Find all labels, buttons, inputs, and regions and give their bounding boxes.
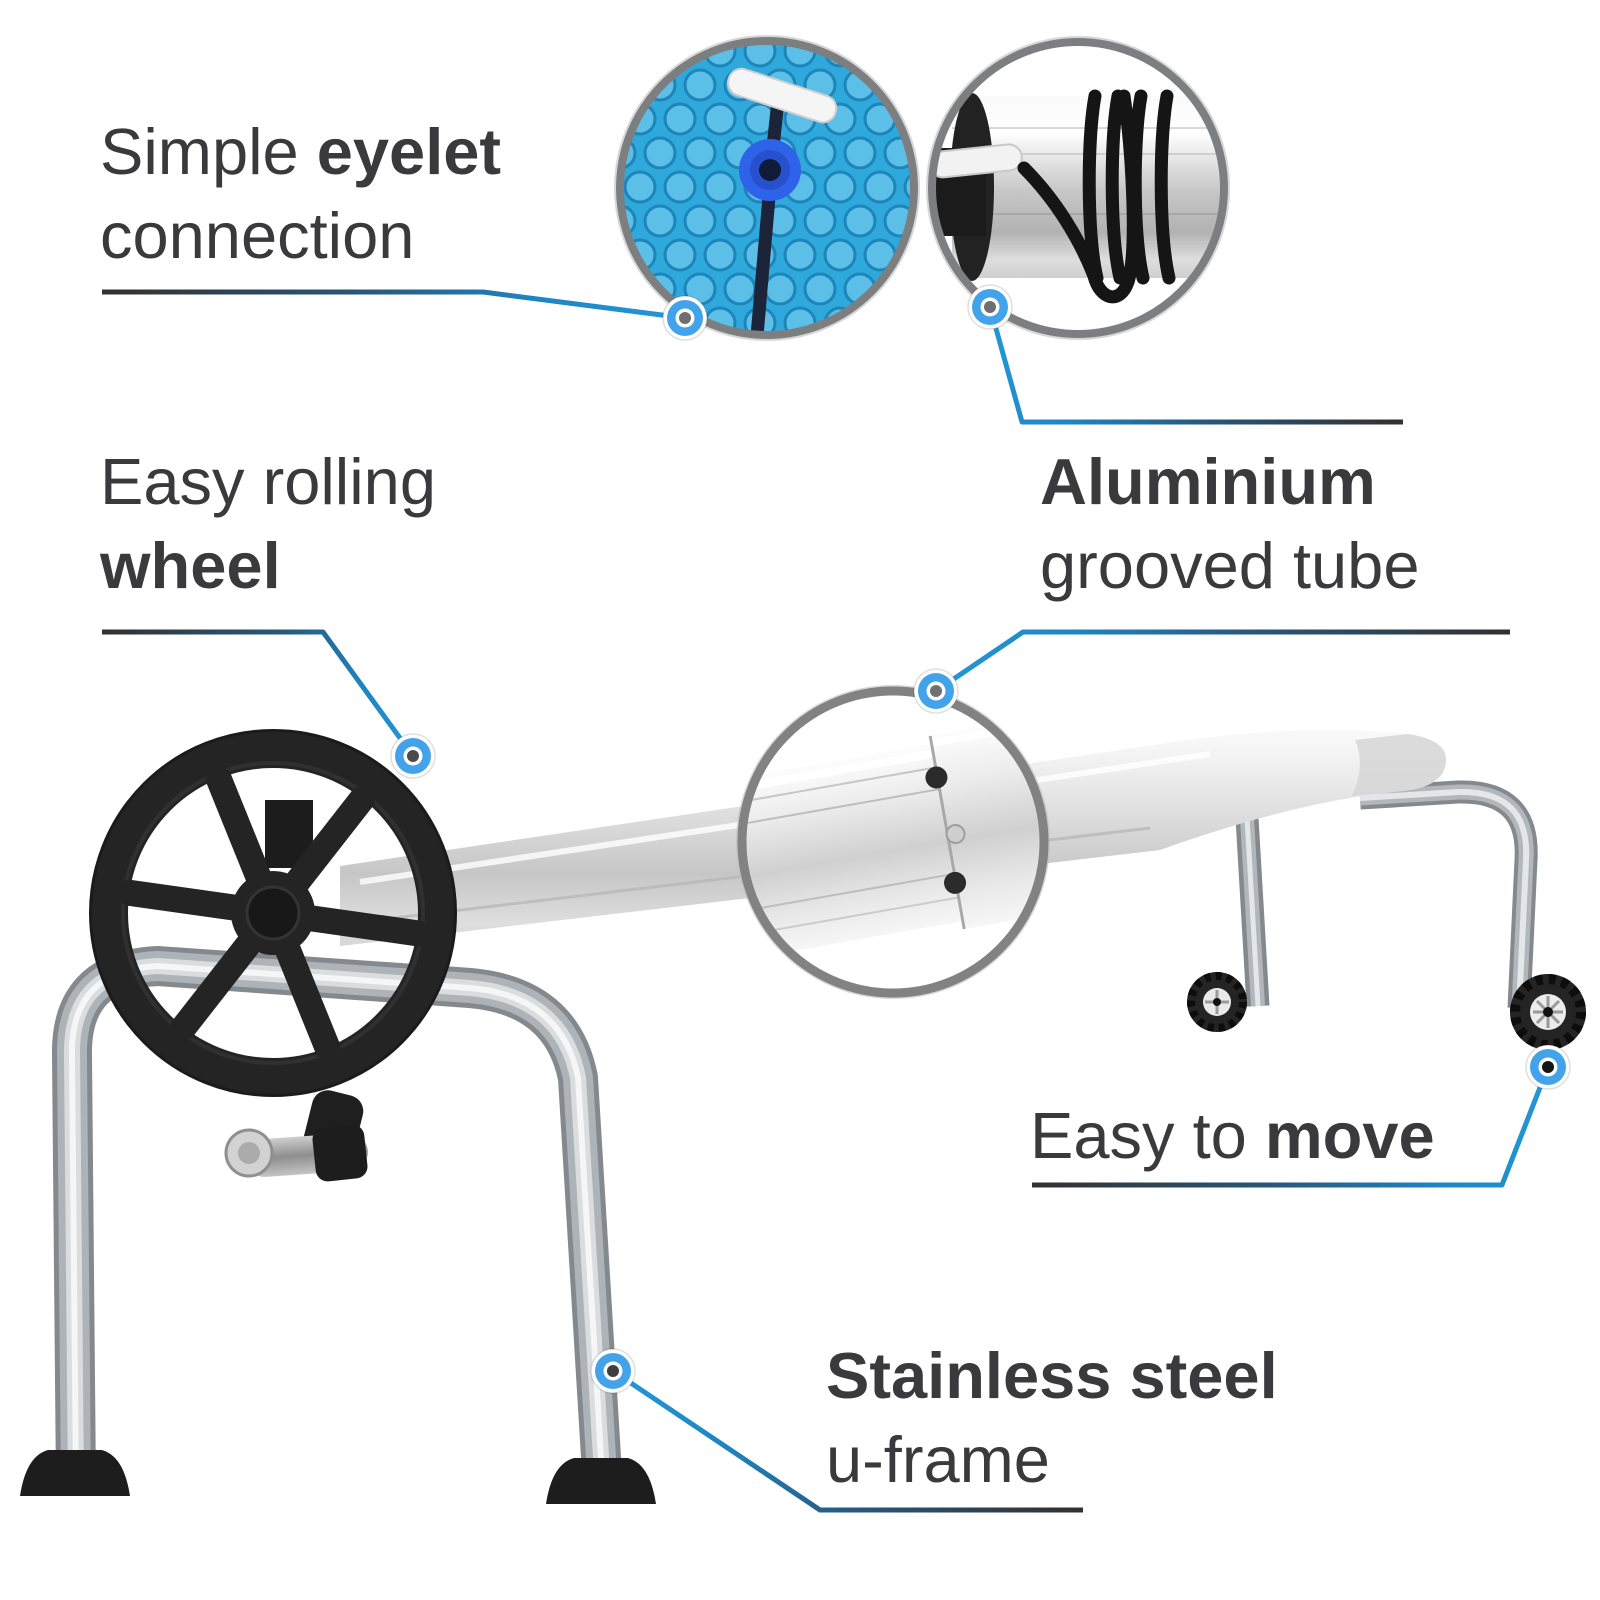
callout-marker-move (1525, 1044, 1571, 1090)
right-u-frame (1187, 780, 1586, 1050)
transport-wheel-near (1187, 972, 1247, 1032)
left-u-frame (20, 945, 656, 1504)
label-line: Easy to move (1030, 1094, 1435, 1178)
label-line: grooved tube (1040, 529, 1420, 602)
magnifier-circle (736, 685, 1050, 999)
leader-line-eyelet (102, 289, 686, 321)
label-line: Aluminium (1040, 445, 1376, 518)
cord-toggle (727, 67, 838, 124)
inset-photo-eyelet (614, 35, 920, 341)
callout-label-eyelet: Simple eyelet connection (100, 110, 501, 278)
label-line: Simple eyelet (100, 110, 501, 194)
callout-label-move: Easy to move (1030, 1094, 1435, 1178)
callout-label-frame: Stainless steel u-frame (826, 1334, 1278, 1502)
leader-line-move (1032, 1066, 1551, 1188)
label-text-bold: move (1264, 1099, 1435, 1172)
wrapped-cord (1017, 89, 1176, 304)
callout-label-wheel: Easy rolling wheel (100, 440, 436, 608)
label-line: Stainless steel (826, 1339, 1278, 1412)
crank-handle (224, 1090, 368, 1182)
rubber-foot-left (20, 1450, 130, 1496)
callout-markers (390, 284, 1571, 1394)
leader-line-frame (611, 1368, 1083, 1513)
leader-line-tube-photo (987, 306, 1403, 425)
callout-marker-wheel (390, 733, 436, 779)
inset-photo-tube (926, 36, 1230, 340)
label-text-regular: Simple (100, 115, 317, 188)
label-line: wheel (100, 529, 281, 602)
label-line: Easy rolling (100, 445, 436, 518)
label-text-bold: eyelet (316, 115, 502, 188)
callout-label-tube: Aluminium grooved tube (1040, 440, 1419, 608)
rubber-foot-front (546, 1458, 656, 1504)
callout-marker-tube-detail (913, 668, 959, 714)
leader-line-wheel (102, 629, 416, 758)
transport-wheel-far (1510, 974, 1586, 1050)
callout-marker-eyelet (662, 295, 708, 341)
hand-wheel (89, 729, 457, 1182)
label-text-regular: Easy to (1030, 1099, 1265, 1172)
label-line: connection (100, 199, 415, 272)
leader-line-tube-detail (934, 629, 1510, 694)
label-line: u-frame (826, 1423, 1050, 1496)
eyelet-grommet (739, 139, 801, 201)
callout-marker-tube-photo (967, 284, 1013, 330)
callout-marker-frame (590, 1348, 636, 1394)
